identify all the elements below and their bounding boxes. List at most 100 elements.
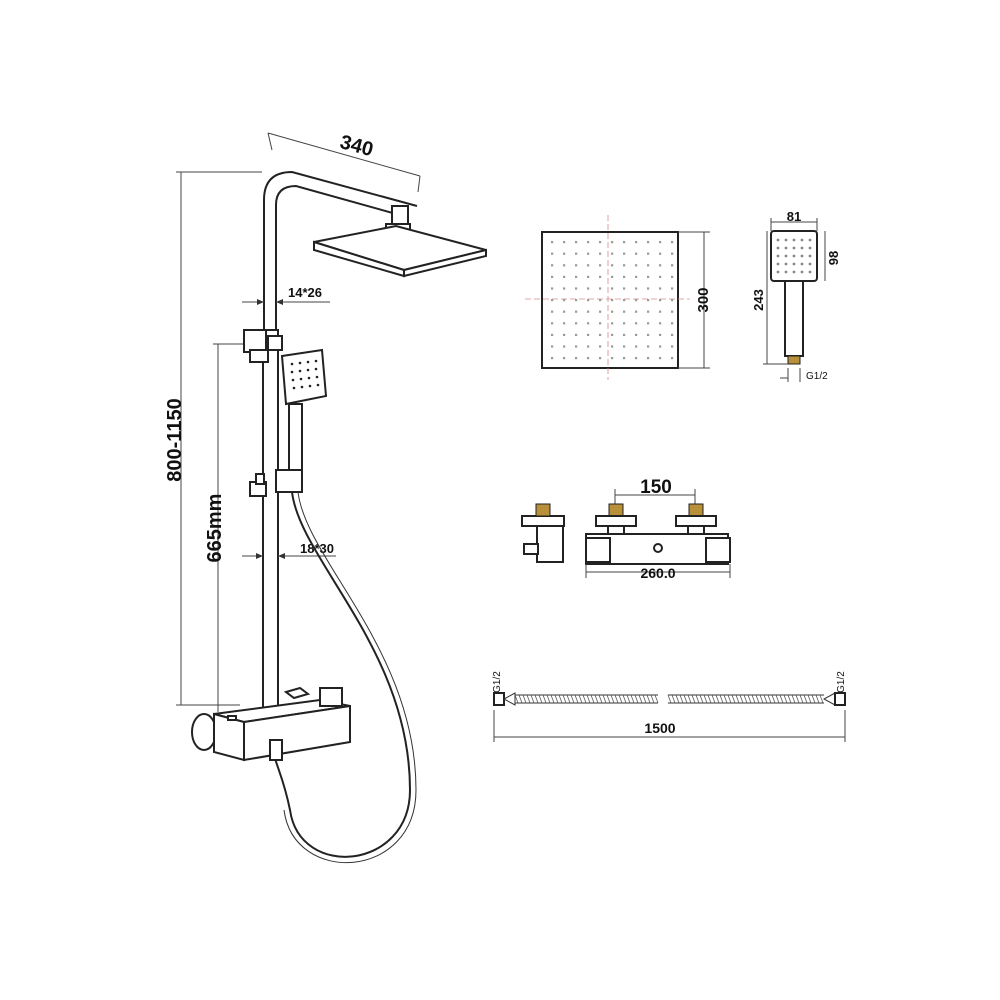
hose-coil <box>739 694 744 704</box>
hose-coil <box>691 694 696 704</box>
handset-nozzle <box>792 262 796 266</box>
head-nozzle <box>635 252 638 255</box>
handset-nozzle <box>800 246 804 250</box>
hose-coil <box>803 694 808 704</box>
head-nozzle <box>599 287 602 290</box>
head-nozzle <box>623 287 626 290</box>
hose-coil <box>811 694 816 704</box>
head-nozzle <box>659 322 662 325</box>
hose-coil <box>675 694 680 704</box>
riser-arm-inner <box>275 184 408 500</box>
head-nozzle <box>611 241 614 244</box>
head-nozzle <box>599 241 602 244</box>
head-nozzle <box>647 299 650 302</box>
head-nozzle <box>659 241 662 244</box>
head-nozzle <box>551 252 554 255</box>
valve-front-view: 150 260.0 <box>585 477 731 581</box>
valve-width-label: 260.0 <box>640 565 675 581</box>
head-nozzle-grid <box>551 241 674 360</box>
head-nozzle <box>575 252 578 255</box>
hose-coil <box>550 694 555 704</box>
head-nozzle <box>659 333 662 336</box>
head-nozzle <box>575 241 578 244</box>
head-nozzle <box>587 287 590 290</box>
hose-coil <box>815 694 820 704</box>
head-nozzle <box>623 357 626 360</box>
head-nozzle <box>587 275 590 278</box>
valve-left-handle <box>585 537 611 563</box>
head-nozzle <box>575 287 578 290</box>
head-nozzle <box>659 275 662 278</box>
riser-arm-outer <box>263 170 418 500</box>
head-nozzle <box>599 333 602 336</box>
head-nozzle <box>551 264 554 267</box>
head-nozzle <box>575 345 578 348</box>
arm-connector <box>391 205 409 225</box>
head-nozzle <box>575 322 578 325</box>
head-nozzle <box>659 287 662 290</box>
head-nozzle <box>575 357 578 360</box>
handset-nozzle <box>808 262 812 266</box>
head-nozzle <box>647 264 650 267</box>
hose-coil <box>518 694 523 704</box>
head-nozzle <box>575 310 578 313</box>
head-nozzle <box>647 275 650 278</box>
hose-coil <box>743 694 748 704</box>
overhead-shower-head <box>313 224 487 272</box>
head-nozzle <box>599 345 602 348</box>
head-nozzle <box>659 345 662 348</box>
hose-coil <box>618 694 623 704</box>
hose-coil <box>622 694 627 704</box>
hose-coil <box>703 694 708 704</box>
hose-coil <box>727 694 732 704</box>
rail-height-label: 665mm <box>204 494 226 563</box>
head-nozzle <box>659 264 662 267</box>
head-nozzle <box>551 357 554 360</box>
head-nozzle <box>551 310 554 313</box>
hose-coil <box>787 694 792 704</box>
hose-coil <box>671 694 676 704</box>
lower-tube-dimension: 18*30 <box>242 541 336 559</box>
head-nozzle <box>575 299 578 302</box>
shower-hose <box>271 491 412 858</box>
handset-nozzle <box>792 254 796 258</box>
head-nozzle <box>635 241 638 244</box>
head-nozzle <box>551 345 554 348</box>
head-nozzle <box>563 357 566 360</box>
hose-coil <box>667 694 672 704</box>
handset-nozzle <box>792 270 796 274</box>
hose-coil <box>614 694 619 704</box>
head-nozzle <box>599 252 602 255</box>
head-nozzle <box>671 287 674 290</box>
head-nozzle <box>587 310 590 313</box>
hose-detail-view: G1/2 G1/2 1500 <box>492 671 847 742</box>
hose-coil <box>707 694 712 704</box>
hose-coil <box>783 694 788 704</box>
hose-coil <box>767 694 772 704</box>
hose-coil <box>759 694 764 704</box>
head-nozzle <box>611 322 614 325</box>
head-nozzle <box>671 241 674 244</box>
handset-nozzle <box>784 270 788 274</box>
head-nozzle <box>611 299 614 302</box>
head-nozzle <box>611 333 614 336</box>
hose-coil <box>534 694 539 704</box>
head-nozzle <box>587 252 590 255</box>
head-square <box>541 231 679 369</box>
hose-thread-right-label: G1/2 <box>836 671 847 693</box>
upper-tube-dimension: 14*26 <box>242 285 330 305</box>
head-nozzle <box>635 310 638 313</box>
head-nozzle <box>671 252 674 255</box>
handset-length-label: 243 <box>751 289 766 311</box>
head-nozzle <box>659 310 662 313</box>
handset-handle <box>784 280 804 357</box>
handset-nozzle <box>792 246 796 250</box>
handset-nozzle <box>776 262 780 266</box>
head-nozzle <box>647 333 650 336</box>
head-nozzle <box>563 333 566 336</box>
hose-coil <box>538 694 543 704</box>
head-nozzle <box>587 345 590 348</box>
hose-coil <box>602 694 607 704</box>
handset-detail-nozzles <box>776 238 812 274</box>
